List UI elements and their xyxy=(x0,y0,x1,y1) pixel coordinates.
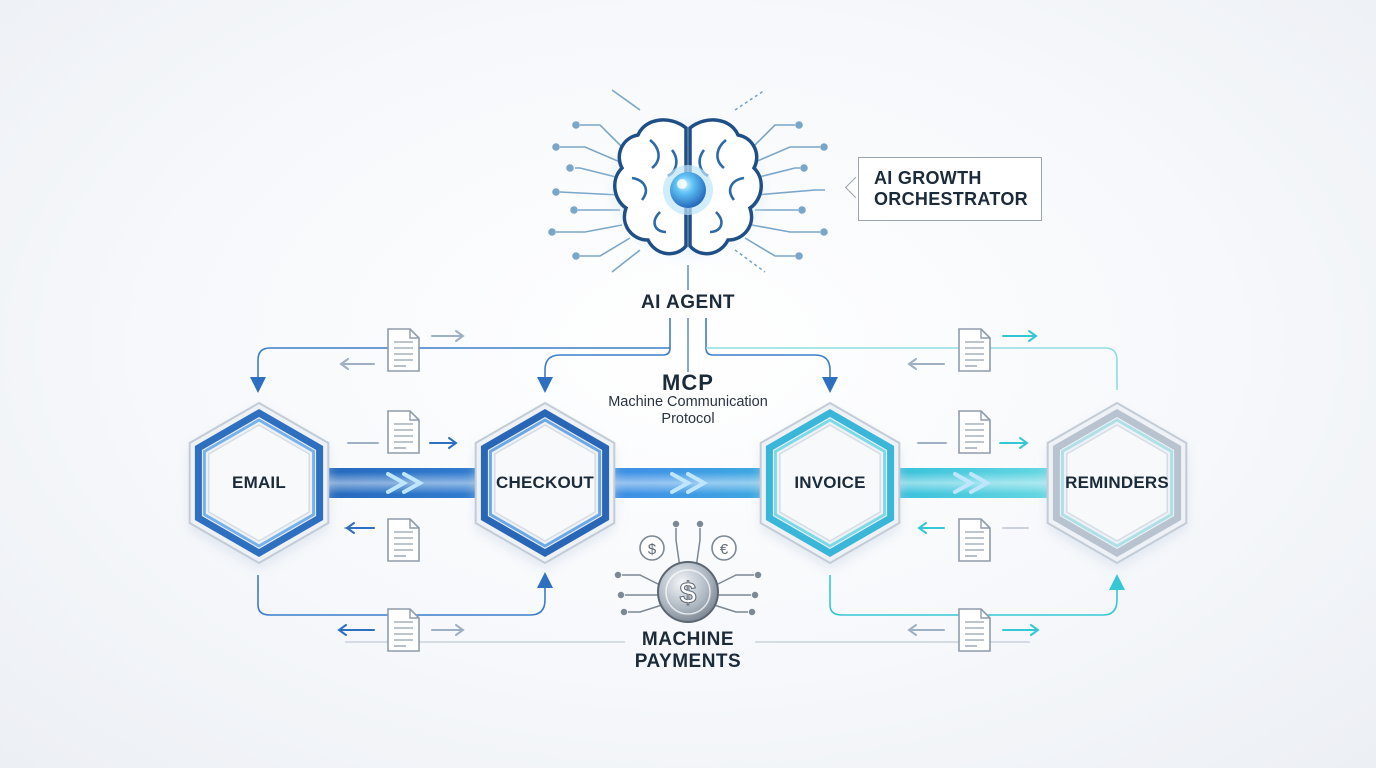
document-icon xyxy=(958,518,991,562)
hexagon-nodes xyxy=(188,401,1188,569)
small-arrows xyxy=(337,330,1040,636)
document-icon xyxy=(958,608,991,652)
brain-circuit-lines xyxy=(548,89,828,273)
payments-title: MACHINE PAYMENTS xyxy=(635,629,741,673)
mcp-subtitle-line1: Machine Communication xyxy=(608,394,768,410)
node-reminders-label: REMINDERS xyxy=(1065,473,1169,492)
node-email-label: EMAIL xyxy=(232,473,286,492)
node-checkout-label: CHECKOUT xyxy=(496,473,594,492)
main-flow-pipe xyxy=(250,468,1130,498)
dollar-coin-icon xyxy=(657,561,719,623)
document-icon xyxy=(958,410,991,454)
document-icon xyxy=(387,410,420,454)
top-feedback-loops xyxy=(250,347,1118,393)
document-icons xyxy=(387,328,991,652)
machine-payments-icon: $ € $ xyxy=(614,520,762,623)
hexagon-node-email xyxy=(188,401,330,569)
mcp-title: MCP xyxy=(662,370,714,395)
mcp-subtitle: Machine Communication Protocol xyxy=(608,394,768,428)
brain-icon xyxy=(613,118,763,256)
agent-title: AI AGENT xyxy=(640,292,736,313)
orchestrator-label-line1: AI GROWTH xyxy=(874,168,982,188)
document-icon xyxy=(387,608,420,652)
euro-icon xyxy=(711,535,737,561)
orchestrator-label-line2: ORCHESTRATOR xyxy=(874,189,1028,209)
payments-title-line2: PAYMENTS xyxy=(634,651,742,672)
document-icon xyxy=(387,328,420,372)
node-invoice-label: INVOICE xyxy=(794,473,866,492)
mcp-subtitle-line2: Protocol xyxy=(661,411,715,427)
hexagon-node-checkout xyxy=(474,401,616,569)
svg-text:$: $ xyxy=(680,577,697,610)
document-icon xyxy=(387,518,420,562)
payments-title-line1: MACHINE xyxy=(641,629,735,650)
svg-text:$: $ xyxy=(648,541,657,558)
document-icon xyxy=(958,328,991,372)
agent-connector-lines xyxy=(537,265,838,393)
hexagon-node-invoice xyxy=(759,401,901,569)
orchestrator-callout: AI GROWTH ORCHESTRATOR xyxy=(858,157,1042,221)
hexagon-node-reminders xyxy=(1046,401,1188,569)
dollar-icon xyxy=(639,535,665,561)
svg-text:€: € xyxy=(720,541,729,558)
